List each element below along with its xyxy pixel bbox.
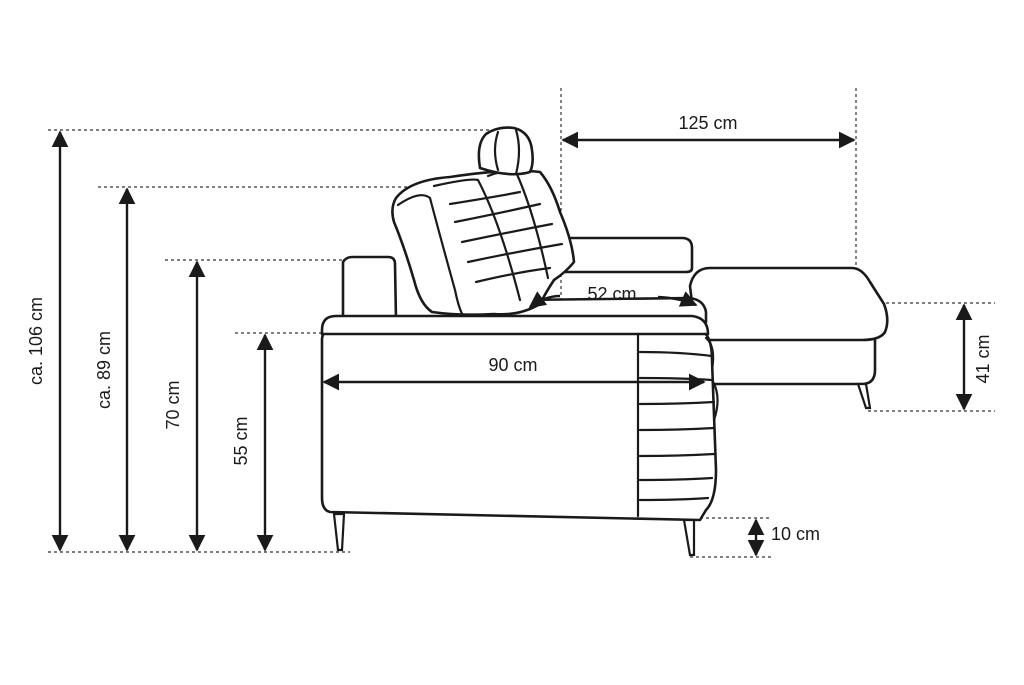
sofa-legs: [332, 512, 696, 557]
label-total-height: ca. 106 cm: [26, 297, 46, 385]
dimension-labels: ca. 106 cm ca. 89 cm 70 cm 55 cm 125 cm …: [26, 113, 993, 544]
chaise-longue: [688, 266, 889, 410]
label-total-depth: 90 cm: [488, 355, 537, 375]
arrow-seat-depth-left: [528, 291, 561, 308]
label-back-height: ca. 89 cm: [94, 331, 114, 409]
headrest: [477, 126, 534, 176]
label-leg-height: 10 cm: [771, 524, 820, 544]
guide-lines: [48, 88, 995, 558]
backrest-cushion: [391, 169, 576, 316]
label-chaise-height: 41 cm: [973, 334, 993, 383]
armrest-back-block: [341, 255, 398, 322]
label-seat-depth: 52 cm: [587, 284, 636, 304]
label-chaise-width: 125 cm: [678, 113, 737, 133]
dimension-arrows: [51, 130, 973, 557]
label-armrest-height: 70 cm: [163, 380, 183, 429]
sofa-body: [320, 314, 719, 522]
arrow-seat-depth-right: [657, 291, 698, 307]
label-seat-height: 55 cm: [231, 416, 251, 465]
